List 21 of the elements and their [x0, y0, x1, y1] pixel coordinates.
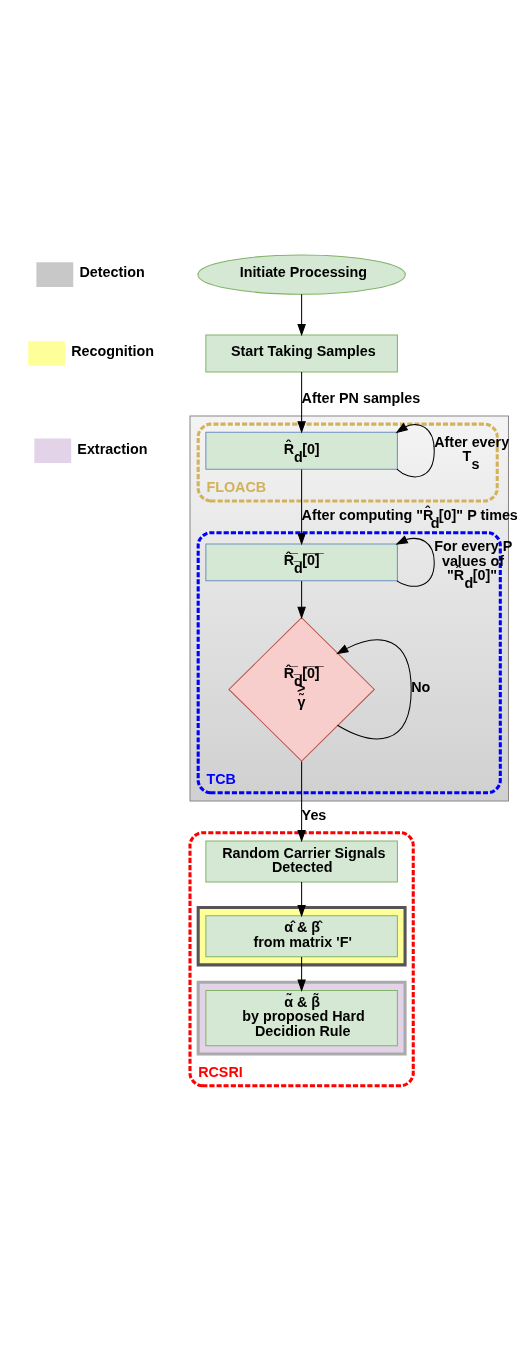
edge-label: No — [411, 678, 431, 695]
legend-label: Extraction — [77, 440, 148, 457]
arrow — [395, 534, 435, 587]
node-ellipse: Initiate Processing — [197, 253, 406, 295]
legend-label: Recognition — [71, 342, 154, 359]
arrow — [297, 293, 306, 336]
arrow — [297, 955, 306, 992]
node-box: Start Taking Samples — [205, 334, 398, 372]
arrow — [297, 760, 306, 842]
arrow — [297, 370, 306, 434]
legend-label: Detection — [79, 263, 145, 280]
arrow — [336, 638, 412, 739]
arrow — [297, 880, 306, 917]
arrow — [395, 422, 435, 477]
edge-label: After PN samples — [301, 389, 421, 406]
arrow — [297, 580, 306, 619]
node-box: Random Carrier Signals Detected — [205, 839, 398, 882]
node-box: α̂ & β̂ from matrix 'F' — [205, 914, 398, 957]
edge-label: Yes — [301, 806, 327, 823]
arrow — [297, 468, 306, 545]
node-box: α̃ & β̃ by proposed Hard Decidion Rule — [205, 989, 398, 1046]
